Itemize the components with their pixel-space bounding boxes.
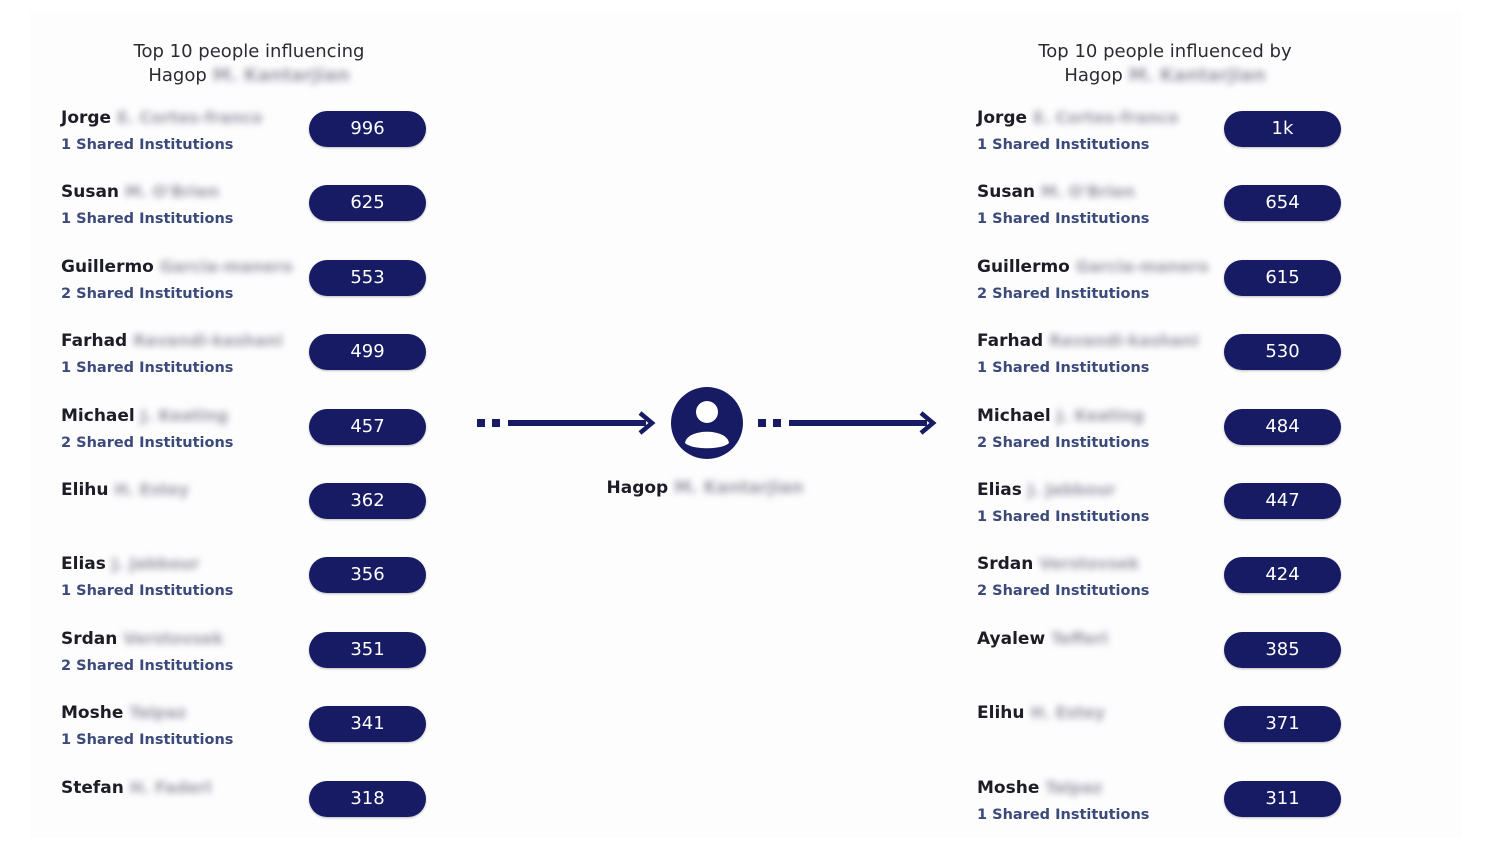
person-first-name: Elihu: [977, 703, 1025, 724]
score-badge: 447: [1224, 482, 1341, 519]
person-first-name: Jorge: [61, 108, 112, 128]
shared-institutions: 2 Shared Institutions: [61, 657, 234, 674]
person-first-name: Elihu: [61, 479, 109, 500]
person-first-name: Moshe: [977, 777, 1040, 798]
person-blurred-name: Ravandi-kashani: [1049, 331, 1199, 351]
person-first-name: Michael: [977, 405, 1051, 426]
score-badge: 625: [309, 185, 426, 222]
shared-institutions: 1 Shared Institutions: [977, 806, 1150, 823]
person-first-name: Guillermo: [977, 256, 1070, 277]
incoming-arrow-icon: [477, 411, 656, 435]
shared-institutions: 1 Shared Institutions: [61, 211, 234, 228]
right-title-name: Hagop: [1064, 65, 1123, 86]
score-badge: 553: [309, 259, 426, 296]
user-circle-icon: [671, 387, 743, 459]
page-background: [30, 12, 1462, 838]
shared-institutions: 1 Shared Institutions: [977, 508, 1150, 525]
score-badge: 356: [309, 557, 426, 594]
shared-institutions: 1 Shared Institutions: [977, 137, 1150, 153]
person-blurred-name: J. Keating: [1056, 405, 1145, 425]
score-badge: 341: [309, 706, 426, 743]
score-badge: 654: [1224, 185, 1341, 222]
person-blurred-name: Garcia-manero: [1075, 256, 1209, 276]
score-badge: 318: [309, 780, 426, 817]
center-first-name: Hagop: [606, 478, 669, 498]
person-blurred-name: E. Cortes-franco: [117, 108, 263, 127]
score-badge: 1k: [1224, 111, 1341, 147]
person-blurred-name: E. Cortes-franco: [1033, 108, 1179, 127]
person-blurred-name: M. O'Brien: [1041, 182, 1135, 202]
right-title-blurred-name: M. Kantarjian: [1128, 65, 1266, 86]
person-blurred-name: J. Jabbour: [111, 554, 200, 574]
person-blurred-name: Ravandi-kashani: [133, 331, 283, 351]
score-badge: 530: [1224, 334, 1341, 371]
person-blurred-name: Verstovsek: [123, 628, 224, 648]
shared-institutions: 1 Shared Institutions: [977, 360, 1150, 377]
person-blurred-name: J. Keating: [140, 405, 229, 425]
score-badge: 484: [1224, 408, 1341, 445]
person-first-name: Michael: [61, 405, 135, 426]
person-blurred-name: J. Jabbour: [1027, 479, 1116, 499]
shared-institutions: 1 Shared Institutions: [61, 583, 234, 600]
center-blurred-name: M. Kantarjian: [674, 478, 804, 498]
person-first-name: Srdan: [977, 554, 1034, 575]
person-blurred-name: H. Estey: [1030, 703, 1105, 723]
score-badge: 996: [309, 111, 426, 147]
person-first-name: Jorge: [977, 108, 1028, 128]
score-badge: 424: [1224, 557, 1341, 594]
left-title-line1: Top 10 people influencing: [133, 41, 365, 62]
person-first-name: Elias: [61, 554, 106, 575]
score-badge: 351: [309, 631, 426, 668]
shared-institutions: 1 Shared Institutions: [61, 732, 234, 749]
shared-institutions: 1 Shared Institutions: [61, 137, 234, 153]
score-badge: 615: [1224, 259, 1341, 296]
left-title-name: Hagop: [148, 65, 207, 86]
score-badge: 371: [1224, 706, 1341, 743]
person-blurred-name: Garcia-manero: [159, 256, 293, 276]
person-first-name: Srdan: [61, 628, 118, 649]
shared-institutions: 1 Shared Institutions: [61, 360, 234, 377]
score-badge: 457: [309, 408, 426, 445]
shared-institutions: 2 Shared Institutions: [977, 583, 1150, 600]
person-blurred-name: Verstovsek: [1039, 554, 1140, 574]
left-title-blurred-name: M. Kantarjian: [212, 65, 350, 86]
person-first-name: Farhad: [977, 331, 1044, 352]
person-blurred-name: Tefferi: [1051, 628, 1108, 648]
person-first-name: Elias: [977, 479, 1022, 500]
score-badge: 499: [309, 334, 426, 371]
person-blurred-name: Talpaz: [1045, 777, 1103, 797]
shared-institutions: 2 Shared Institutions: [61, 285, 234, 302]
person-first-name: Stefan: [61, 777, 124, 798]
person-blurred-name: M. O'Brien: [125, 182, 219, 202]
outgoing-arrow-icon: [758, 411, 937, 435]
score-badge: 362: [309, 482, 426, 519]
person-first-name: Guillermo: [61, 256, 154, 277]
person-first-name: Moshe: [61, 703, 124, 724]
person-first-name: Susan: [977, 182, 1036, 203]
person-first-name: Farhad: [61, 331, 128, 352]
shared-institutions: 2 Shared Institutions: [61, 434, 234, 451]
shared-institutions: 2 Shared Institutions: [977, 285, 1150, 302]
shared-institutions: 2 Shared Institutions: [977, 434, 1150, 451]
person-first-name: Susan: [61, 182, 120, 203]
person-first-name: Ayalew: [977, 628, 1046, 649]
shared-institutions: 1 Shared Institutions: [977, 211, 1150, 228]
person-blurred-name: Talpaz: [129, 703, 187, 723]
right-title-line1: Top 10 people influenced by: [1038, 41, 1292, 62]
score-badge: 311: [1224, 780, 1341, 817]
person-blurred-name: H. Faderl: [129, 777, 212, 797]
score-badge: 385: [1224, 631, 1341, 668]
person-blurred-name: H. Estey: [114, 479, 189, 499]
